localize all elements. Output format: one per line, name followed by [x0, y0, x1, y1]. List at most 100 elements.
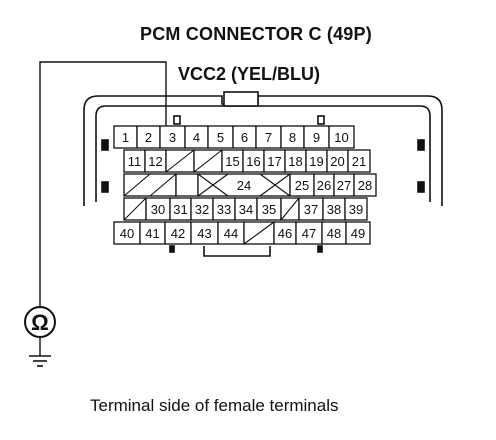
terminal-number: 28 — [358, 178, 372, 193]
terminal-number: 43 — [197, 226, 211, 241]
terminal-cavity: 4 — [184, 125, 209, 149]
terminal-cavity — [123, 173, 177, 197]
terminal-cavity: 41 — [139, 221, 166, 245]
terminal-cavity: 16 — [242, 149, 265, 173]
terminal-number: 21 — [352, 154, 366, 169]
terminal-number: 42 — [171, 226, 185, 241]
terminal-number: 46 — [278, 226, 292, 241]
terminal-cavity: 20 — [326, 149, 349, 173]
ohm-symbol: Ω — [31, 310, 49, 335]
diagram-caption: Terminal side of female terminals — [90, 396, 339, 415]
ground-icon — [29, 355, 51, 367]
terminal-number: 19 — [309, 154, 323, 169]
wire-label: VCC2 (YEL/BLU) — [178, 64, 321, 84]
terminal-number: 40 — [120, 226, 134, 241]
terminal-number: 38 — [327, 202, 341, 217]
terminal-number: 16 — [246, 154, 260, 169]
terminal-number: 35 — [262, 202, 276, 217]
terminal-cavity: 31 — [169, 197, 192, 221]
terminal-cavity: 40 — [113, 221, 141, 245]
terminal-number: 47 — [302, 226, 316, 241]
terminal-number: 30 — [151, 202, 165, 217]
terminal-cavity: 12 — [144, 149, 167, 173]
terminal-cavity: 21 — [347, 149, 371, 173]
terminal-cavity: 10 — [328, 125, 355, 149]
terminal-cavity: 1 — [113, 125, 138, 149]
terminal-cavity: 15 — [221, 149, 244, 173]
terminal-number: 41 — [145, 226, 159, 241]
terminal-number: 15 — [225, 154, 239, 169]
terminal-cavity: 38 — [322, 197, 346, 221]
terminal-cavity — [243, 221, 275, 245]
terminal-cavity: 49 — [345, 221, 371, 245]
terminal-number: 2 — [145, 130, 152, 145]
terminal-cavity: 25 — [289, 173, 315, 197]
terminal-cavity: 33 — [212, 197, 236, 221]
terminal-cavity: 5 — [207, 125, 234, 149]
terminal-cavity: 34 — [234, 197, 258, 221]
terminal-cavity: 17 — [263, 149, 286, 173]
terminal-cavity: 7 — [255, 125, 282, 149]
terminal-cavity: 26 — [313, 173, 335, 197]
terminal-number: 33 — [217, 202, 231, 217]
terminal-cavity: 2 — [136, 125, 161, 149]
terminal-cavity: 8 — [280, 125, 305, 149]
connector-housing — [83, 91, 443, 257]
terminal-number: 10 — [334, 130, 348, 145]
terminal-number: 24 — [237, 178, 251, 193]
terminal-number: 17 — [267, 154, 281, 169]
terminal-cavity: 44 — [217, 221, 245, 245]
terminal-number: 3 — [169, 130, 176, 145]
terminal-number: 48 — [327, 226, 341, 241]
terminal-cavity — [165, 149, 195, 173]
terminal-cavity: 48 — [321, 221, 347, 245]
terminal-number: 9 — [313, 130, 320, 145]
terminal-cavity: 46 — [273, 221, 297, 245]
terminal-cavity — [175, 173, 199, 197]
terminal-cavity: 3 — [159, 125, 186, 149]
terminal-cavity: 43 — [190, 221, 219, 245]
terminal-number: 8 — [289, 130, 296, 145]
terminal-number: 34 — [239, 202, 253, 217]
terminal-cavity: 28 — [353, 173, 377, 197]
ohmmeter-icon: Ω — [24, 306, 56, 356]
terminal-number: 5 — [217, 130, 224, 145]
terminal-cavity: 6 — [232, 125, 257, 149]
terminal-number: 26 — [317, 178, 331, 193]
terminal-cavity: 39 — [344, 197, 368, 221]
terminal-number: 37 — [304, 202, 318, 217]
terminal-number: 49 — [351, 226, 365, 241]
terminal-number: 4 — [193, 130, 200, 145]
terminal-number: 7 — [265, 130, 272, 145]
terminal-number: 12 — [148, 154, 162, 169]
terminal-cavity: 32 — [190, 197, 214, 221]
terminal-number: 31 — [173, 202, 187, 217]
terminal-cavity: 47 — [295, 221, 323, 245]
terminal-cavity: 19 — [305, 149, 328, 173]
terminal-cavity: 18 — [284, 149, 307, 173]
terminal-number: 18 — [288, 154, 302, 169]
diagram-title: PCM CONNECTOR C (49P) — [140, 24, 372, 44]
terminal-number: 44 — [224, 226, 238, 241]
terminal-number: 32 — [195, 202, 209, 217]
terminal-cavity: 30 — [145, 197, 171, 221]
terminal-number: 27 — [337, 178, 351, 193]
terminal-cavity: 35 — [256, 197, 282, 221]
terminal-number: 25 — [295, 178, 309, 193]
terminal-cavity: 9 — [303, 125, 330, 149]
terminal-number: 39 — [349, 202, 363, 217]
terminal-cavity: 11 — [123, 149, 146, 173]
terminal-cavity — [193, 149, 223, 173]
terminal-cavity — [280, 197, 300, 221]
terminal-cavity: 27 — [333, 173, 355, 197]
terminal-number: 20 — [330, 154, 344, 169]
terminal-cavity: 42 — [164, 221, 192, 245]
terminal-cavity: 24 — [197, 173, 291, 197]
terminal-number: 11 — [128, 154, 142, 169]
terminal-cavity: 37 — [298, 197, 324, 221]
terminal-number: 6 — [241, 130, 248, 145]
terminal-cavity — [123, 197, 147, 221]
